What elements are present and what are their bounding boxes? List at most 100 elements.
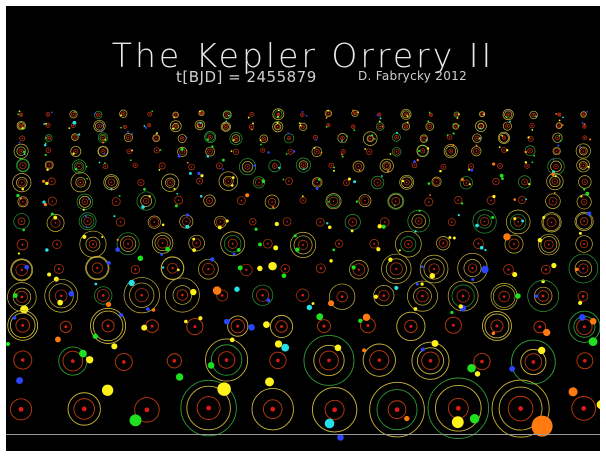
orbit-ring [444,316,462,334]
planetary-system [184,316,204,336]
planet [265,377,274,387]
planet [118,194,121,197]
orbit-ring [416,347,445,375]
orbit-ring [94,121,104,131]
host-star [115,200,117,203]
planetary-system [313,135,318,141]
orbit-ring [92,310,124,342]
planet [589,138,592,141]
planetary-system [497,131,510,144]
orbit-ring [285,177,293,186]
planet [585,191,590,196]
orbit-ring [107,178,116,186]
planet [43,202,48,207]
planetary-system [328,162,336,172]
orbit-ring [47,196,57,206]
planet [158,169,161,171]
planetary-system [44,160,54,172]
planet [292,150,296,153]
orbit-ring [78,195,91,208]
host-star [319,267,322,270]
planet [554,175,557,178]
planet [491,331,496,336]
planet [458,304,463,309]
host-star [250,125,253,128]
planetary-system [547,157,565,176]
orbit-ring [238,158,256,176]
host-star [20,124,23,127]
orbit-ring [19,123,24,128]
host-star [507,268,510,271]
planetary-system [161,173,180,192]
orbit-ring [419,134,429,143]
host-star [190,166,193,168]
planet [263,321,270,328]
orbit-ring [286,136,292,141]
host-star [555,165,557,168]
planetary-system [576,158,591,173]
planetary-system [349,259,369,280]
host-star [495,180,497,183]
planetary-system [42,196,57,207]
planetary-system [490,283,521,311]
orbit-ring [313,178,322,187]
orbit-ring [158,162,166,170]
orbit-ring [463,179,470,187]
planetary-system [290,231,317,258]
planetary-systems-grid [6,108,600,441]
host-star [119,221,122,223]
planetary-system [299,195,307,204]
planet [503,233,511,241]
host-star [209,150,211,153]
planet [420,282,424,286]
planetary-system [518,175,532,189]
planetary-system [351,109,359,117]
planet [347,177,351,181]
orbit-ring [492,177,500,186]
orbit-ring [401,122,410,131]
planet [481,265,489,274]
planetary-system [545,192,561,209]
host-star [251,220,254,223]
orbit-ring [548,196,558,206]
planet [512,271,518,278]
planet [23,150,26,154]
planetary-system [457,252,489,284]
planetary-system [364,148,373,155]
orbit-ring [416,144,429,157]
animation-title: The Kepler Orrery II [111,36,495,75]
planet [281,273,287,279]
planetary-system [340,149,346,158]
orbit-ring [85,236,101,252]
planet [175,373,184,381]
orbit-ring [504,123,510,129]
orbit-ring [506,112,511,117]
host-star [97,114,100,116]
orbit-ring [326,194,341,208]
orbit-ring [529,110,538,120]
planet [17,113,20,116]
orbit-ring [375,122,385,131]
planetary-system [395,230,422,258]
planetary-system [238,158,257,176]
host-star [583,243,586,245]
orbit-ring [498,386,543,431]
host-star [377,358,382,362]
planet [537,238,542,243]
planet [551,172,555,177]
planetary-system [119,109,128,118]
planetary-system [158,162,166,171]
orbit-ring [115,217,126,227]
orbit-ring [319,350,339,371]
planet [267,151,270,154]
host-star [302,164,305,166]
planet [450,310,454,315]
planetary-system [337,133,348,144]
orbit-ring [582,135,587,140]
planet [197,171,201,176]
orbit-ring [387,400,407,419]
orbit-ring [394,135,399,140]
host-star [273,165,276,167]
orbit-ring [94,110,103,119]
planetary-system [67,384,114,426]
